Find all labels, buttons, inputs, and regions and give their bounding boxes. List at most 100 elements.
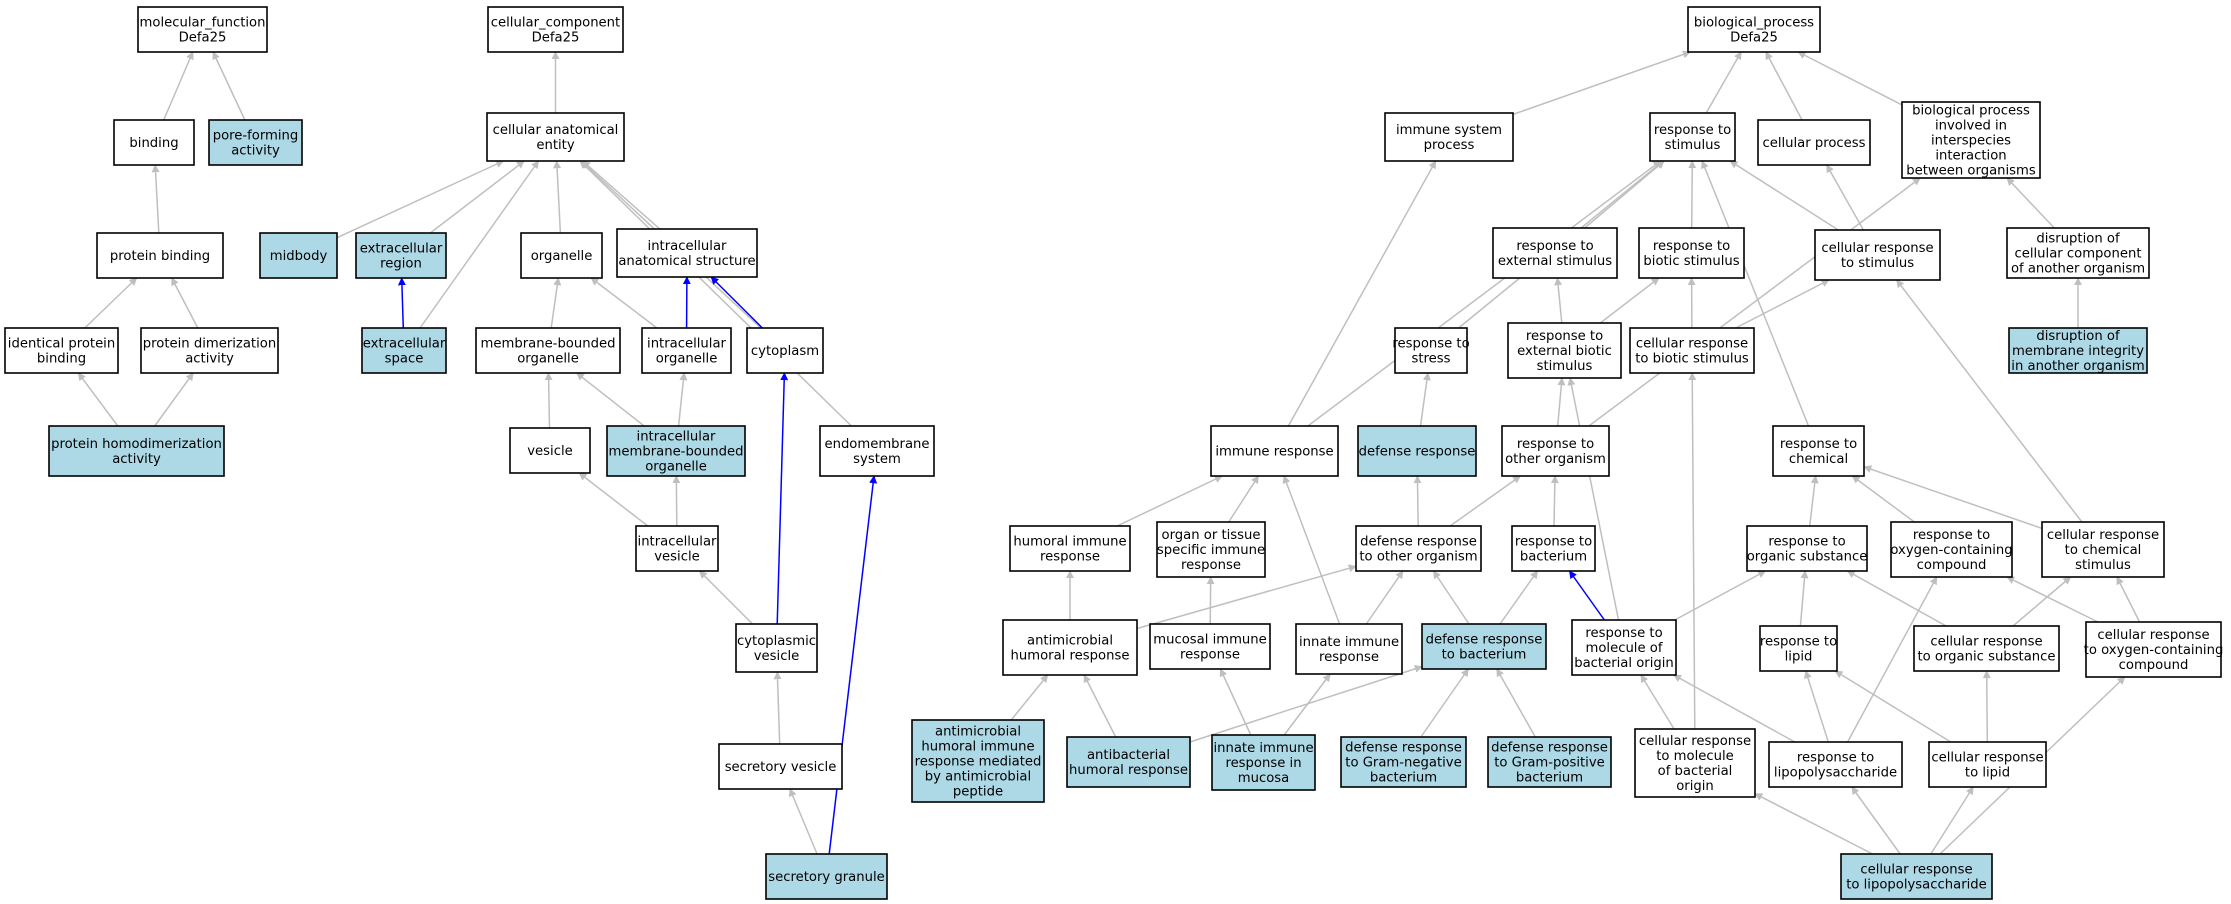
- node-label-line: defense response: [1345, 741, 1462, 756]
- node-box: [1772, 425, 1865, 477]
- node-label-line: to organic substance: [1917, 650, 2055, 665]
- node-box: [486, 112, 625, 162]
- go-node-immresp[interactable]: immune response: [1210, 425, 1339, 477]
- go-node-cytoplasm[interactable]: cytoplasm: [746, 327, 824, 374]
- node-label-line: humoral response: [1069, 763, 1188, 778]
- node-box: [2085, 621, 2222, 678]
- edge-defother-to-defresp: [1413, 475, 1422, 527]
- go-node-midbody[interactable]: midbody: [259, 232, 338, 279]
- edge-rbio-to-rstim: [1688, 160, 1697, 229]
- node-label-line: organic substance: [1747, 550, 1868, 565]
- go-node-organelle[interactable]: organelle: [520, 232, 603, 279]
- go-node-binding[interactable]: binding: [113, 119, 195, 166]
- edge-protdim-to-protbind: [171, 277, 199, 329]
- go-node-protbind[interactable]: protein binding: [96, 232, 224, 279]
- node-label-line: extracellular: [360, 242, 443, 257]
- node-box: [1210, 425, 1339, 477]
- node-box: [1066, 736, 1191, 788]
- node-label-line: protein homodimerization: [51, 437, 222, 452]
- node-label-line: defense response: [1426, 633, 1543, 648]
- node-box: [1511, 525, 1596, 572]
- go-node-sg[interactable]: secretory granule: [765, 853, 888, 900]
- node-box: [1571, 619, 1677, 676]
- node-label-line: response to: [1515, 535, 1592, 550]
- node-box: [1890, 521, 2013, 578]
- go-node-sv[interactable]: secretory vesicle: [718, 743, 843, 790]
- node-label-line: innate immune: [1213, 741, 1313, 756]
- go-node-vesicle[interactable]: vesicle: [509, 427, 591, 474]
- node-label-line: cytoplasm: [751, 344, 819, 359]
- node-box: [1487, 736, 1612, 788]
- go-node-cellproc[interactable]: cellular process: [1757, 119, 1871, 166]
- edge-disrupt-to-bpinter: [2006, 177, 2055, 229]
- node-box: [1211, 734, 1316, 791]
- edge-immresp-to-iss: [1287, 160, 1437, 427]
- node-label-line: cellular response: [1636, 337, 1748, 352]
- node-label-line: to lipopolysaccharide: [1846, 878, 1987, 893]
- node-label-line: antibacterial: [1087, 748, 1170, 763]
- go-node-defresp[interactable]: defense response: [1357, 425, 1477, 477]
- edge-binding-to-mf: [163, 51, 194, 121]
- node-box: [1295, 623, 1403, 675]
- node-label-line: response to: [1516, 239, 1593, 254]
- edge-endomem-to-cae: [579, 160, 852, 427]
- node-label-line: Defa25: [1730, 31, 1778, 46]
- node-label-line: protein binding: [110, 249, 210, 264]
- node-label-line: response to: [1760, 635, 1837, 650]
